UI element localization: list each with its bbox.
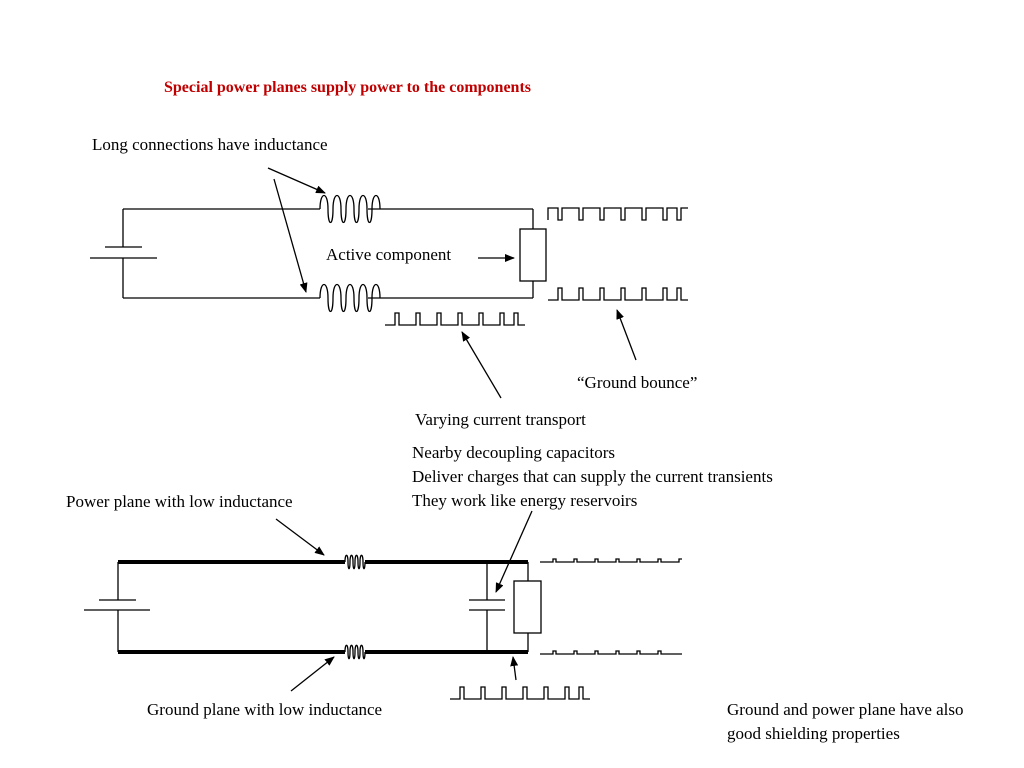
pulse-train-bottom-right	[548, 287, 688, 301]
top-inductor-coil	[319, 194, 381, 224]
pulse-train-bottom-wire	[385, 312, 525, 326]
label-shielding-line2: good shielding properties	[727, 724, 900, 743]
active-component-box	[519, 228, 547, 282]
label-decoupling-line3: They work like energy reservoirs	[412, 491, 638, 510]
label-power-plane: Power plane with low inductance	[66, 492, 293, 511]
label-ground-plane: Ground plane with low inductance	[147, 700, 383, 719]
small-pulse-train-bottom	[540, 650, 682, 655]
arrow-to-bottom-inductor	[273, 178, 308, 293]
small-pulse-train-top	[540, 558, 682, 563]
arrow-to-capacitor	[495, 510, 533, 593]
label-long-connections: Long connections have inductance	[92, 135, 328, 154]
arrow-to-ground-plane-bounce	[510, 656, 519, 681]
arrow-to-top-inductor	[267, 167, 326, 194]
pulse-train-top-right	[547, 207, 688, 221]
pulse-train-bottom-circuit	[450, 686, 590, 700]
label-active-component: Active component	[326, 245, 452, 264]
power-plane-inductor	[344, 554, 366, 570]
bottom-circuit	[84, 510, 682, 700]
label-decoupling-line1: Nearby decoupling capacitors	[412, 443, 615, 462]
label-ground-bounce: “Ground bounce”	[577, 373, 698, 392]
label-decoupling-line2: Deliver charges that can supply the curr…	[412, 467, 773, 486]
slide-title: Special power planes supply power to the…	[164, 79, 531, 96]
label-shielding-line1: Ground and power plane have also	[727, 700, 964, 719]
label-varying-current: Varying current transport	[415, 410, 586, 429]
component-box	[513, 580, 542, 634]
ground-plane-inductor	[344, 644, 366, 660]
arrow-to-varying-current	[461, 331, 502, 399]
arrow-to-ground-bounce	[616, 309, 637, 361]
arrow-to-power-plane	[275, 518, 325, 556]
bottom-inductor-coil	[319, 283, 381, 313]
top-circuit	[90, 167, 688, 399]
arrow-to-ground-plane	[290, 656, 335, 692]
